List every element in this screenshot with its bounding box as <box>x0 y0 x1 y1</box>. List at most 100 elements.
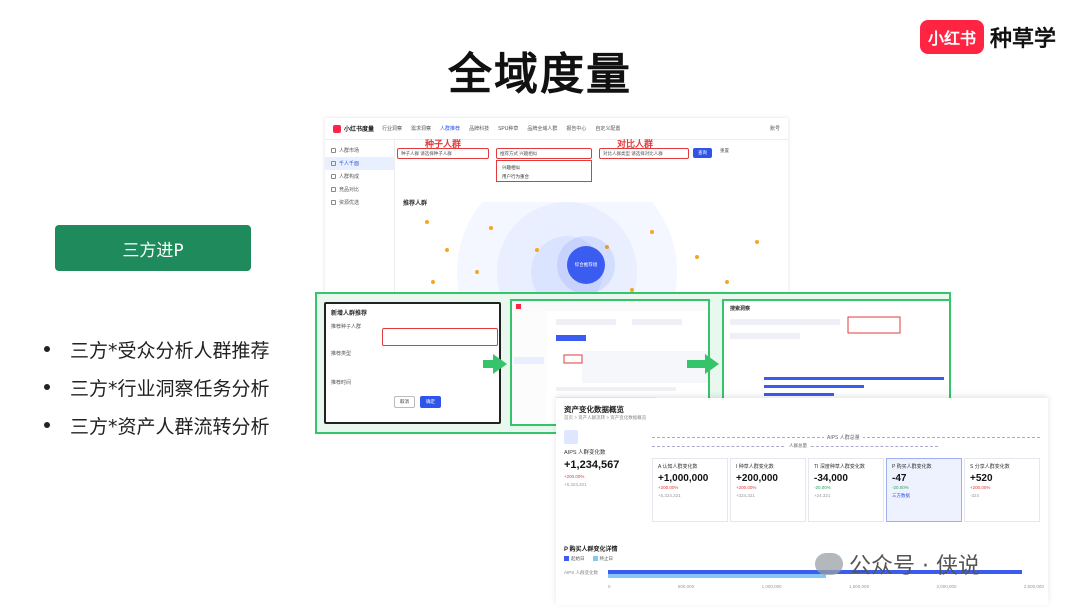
aips-pct: +200.00% <box>564 474 585 479</box>
app-logo-icon <box>333 124 341 133</box>
bullet-item: 三方*受众分析人群推荐 <box>44 330 270 368</box>
dialog-buttons: 取消 确定 <box>394 396 441 408</box>
audience-bubble-chart <box>425 202 759 308</box>
flow-arrow-icon <box>705 354 719 374</box>
compare-audience-label: 对比人群 <box>617 140 654 150</box>
breadcrumb: 首页 > 资产人群流转 > 资产变化数据概览 <box>564 415 647 420</box>
legend-item[interactable]: 起始日 <box>564 556 585 562</box>
axis-tick: 2,500,000 <box>1023 584 1044 589</box>
legend-swatch-icon <box>592 556 598 562</box>
bullet-dot-icon <box>44 384 50 390</box>
wechat-icon <box>815 553 843 575</box>
recommend-mode-dropdown: 兴趣相似 用户行为重合 <box>496 160 592 182</box>
metric-card-p[interactable]: P 购买人群变化数 -47 -20.00% 三方数据 <box>886 458 962 522</box>
center-bubble[interactable]: 综合推荐组 <box>567 246 605 284</box>
nav-item[interactable]: 需求洞察 <box>411 126 432 132</box>
sidebar-icon <box>331 187 336 192</box>
metric-card-s[interactable]: S 分享人群变化数 +520 +200.00% -324 <box>964 458 1040 522</box>
app-logo: 小红书度量 <box>333 124 374 133</box>
sidebar-item[interactable]: 人群构成 <box>325 170 394 183</box>
nav-item[interactable]: 品牌科技 <box>469 126 490 132</box>
seed-audience-select[interactable]: 种子人群 请选择种子人群 <box>397 148 489 159</box>
bullet-item: 三方*行业洞察任务分析 <box>44 368 270 406</box>
sidebar: 人群市场 千人千面 人群构成 竞品对比 资源优选 <box>325 140 395 308</box>
sidebar-item-active[interactable]: 千人千面 <box>325 157 394 170</box>
chart-legend: 起始日 终止日 <box>564 556 613 562</box>
dropdown-option[interactable]: 用户行为重合 <box>502 173 529 179</box>
dialog-row-label: 推荐种子人群 <box>331 324 362 330</box>
sidebar-icon <box>331 200 336 205</box>
section-pill: 三方进P <box>55 225 251 271</box>
sidebar-item[interactable]: 人群市场 <box>325 144 394 157</box>
metric-card-ti[interactable]: TI 深度种草人群变化数 -34,000 -20.00% +24,321 <box>808 458 884 522</box>
nav-item[interactable]: 自定义配置 <box>595 126 621 132</box>
nav-item[interactable]: 报告中心 <box>566 126 587 132</box>
compare-audience-select[interactable]: 对比人群类型 请选择对比人群 <box>599 148 689 159</box>
sidebar-icon <box>331 161 336 166</box>
sidebar-item[interactable]: 竞品对比 <box>325 183 394 196</box>
flow-arrow-icon <box>493 354 507 374</box>
search-insight-title: 搜索洞察 <box>730 306 751 312</box>
confirm-button[interactable]: 确定 <box>420 396 441 408</box>
bar-label: AIPS 人群变化数 <box>564 570 599 575</box>
nav-item[interactable]: 品牌全域人群 <box>527 126 558 132</box>
aips-summary: AIPS 人群变化数 +1,234,567 +200.00% +5,324,32… <box>564 430 648 487</box>
legend-swatch-icon <box>564 556 569 562</box>
seed-audience-label: 种子人群 <box>425 140 462 150</box>
aips-icon <box>564 430 578 444</box>
dialog-row-label: 推荐时间 <box>331 380 352 386</box>
sidebar-item[interactable]: 资源优选 <box>325 196 394 209</box>
dialog-row-label: 推荐类型 <box>331 351 352 357</box>
flow-arrow-bar <box>483 360 495 368</box>
xiaohongshu-logo: 小红书 <box>919 20 984 54</box>
bar-start <box>608 570 1023 574</box>
flow-arrow-bar <box>687 360 707 368</box>
nav-item[interactable]: 人群推荐 <box>440 126 461 132</box>
brand: 小红书 种草学 <box>919 20 1056 54</box>
seed-audience-input[interactable] <box>382 328 498 346</box>
cancel-button[interactable]: 取消 <box>394 396 415 408</box>
axis-tick: 0 <box>608 584 611 589</box>
bullet-item: 三方*资产人群流转分析 <box>44 406 270 444</box>
x-axis: 0 500,000 1,000,000 1,500,000 2,000,000 … <box>608 584 1044 589</box>
slide-title: 全域度量 <box>448 49 632 100</box>
metric-card-a[interactable]: A 认知人群变化数 +1,000,000 +200.00% +5,324,321 <box>652 458 728 522</box>
axis-tick: 500,000 <box>677 584 695 589</box>
axis-tick: 1,000,000 <box>761 584 782 589</box>
aips-value: +1,234,567 <box>564 459 620 471</box>
recommend-mode-select[interactable]: 推荐方式 兴趣相似 <box>496 148 592 159</box>
metric-card-i[interactable]: I 种草人群变化数 +200,000 +200.00% +324,321 <box>730 458 806 522</box>
group-label: 人群总量 <box>786 443 810 449</box>
main-panel: 推荐人群 <box>397 140 788 308</box>
new-recommend-dialog: 新增人群推荐 推荐种子人群 推荐类型 推荐时间 取消 确定 <box>324 302 501 424</box>
sidebar-icon <box>331 174 336 179</box>
bar-track <box>608 570 1044 578</box>
bar-end <box>608 574 826 578</box>
legend-item[interactable]: 终止日 <box>592 556 613 562</box>
aips-label: AIPS 人群变化数 <box>564 450 606 456</box>
query-button[interactable]: 查询 <box>693 148 712 158</box>
sidebar-icon <box>331 148 336 153</box>
asset-title: 资产变化数据概览 <box>564 405 624 414</box>
top-nav: 行业洞察 需求洞察 人群推荐 品牌科技 SPU种草 品牌全域人群 报告中心 自定… <box>382 125 620 132</box>
audience-recommend-screenshot: 小红书度量 行业洞察 需求洞察 人群推荐 品牌科技 SPU种草 品牌全域人群 报… <box>325 118 788 308</box>
nav-item[interactable]: 行业洞察 <box>382 126 403 132</box>
axis-tick: 1,500,000 <box>849 584 870 589</box>
wechat-watermark: 公众号 · 侠说 <box>815 548 980 580</box>
aips-group-label: AIPS 人群总量 <box>824 434 863 441</box>
app-topbar: 小红书度量 行业洞察 需求洞察 人群推荐 品牌科技 SPU种草 品牌全域人群 报… <box>325 118 788 140</box>
bullet-dot-icon <box>44 346 50 352</box>
nav-item[interactable]: SPU种草 <box>498 126 519 132</box>
detail-title: P 购买人群变化详情 <box>564 547 618 553</box>
asset-change-overview: 资产变化数据概览 首页 > 资产人群流转 > 资产变化数据概览 AIPS 人群总… <box>556 398 1048 605</box>
user-menu[interactable]: 账号 <box>769 126 780 132</box>
dialog-title: 新增人群推荐 <box>331 311 368 317</box>
panel-title: 推荐人群 <box>403 201 428 207</box>
bullet-list: 三方*受众分析人群推荐 三方*行业洞察任务分析 三方*资产人群流转分析 <box>44 330 270 444</box>
axis-tick: 2,000,000 <box>936 584 957 589</box>
dropdown-option[interactable]: 兴趣相似 <box>502 164 520 170</box>
aips-sub: +5,324,321 <box>564 482 587 487</box>
reset-button[interactable]: 重置 <box>720 148 729 153</box>
bullet-dot-icon <box>44 422 50 428</box>
brand-text: 种草学 <box>989 27 1056 52</box>
